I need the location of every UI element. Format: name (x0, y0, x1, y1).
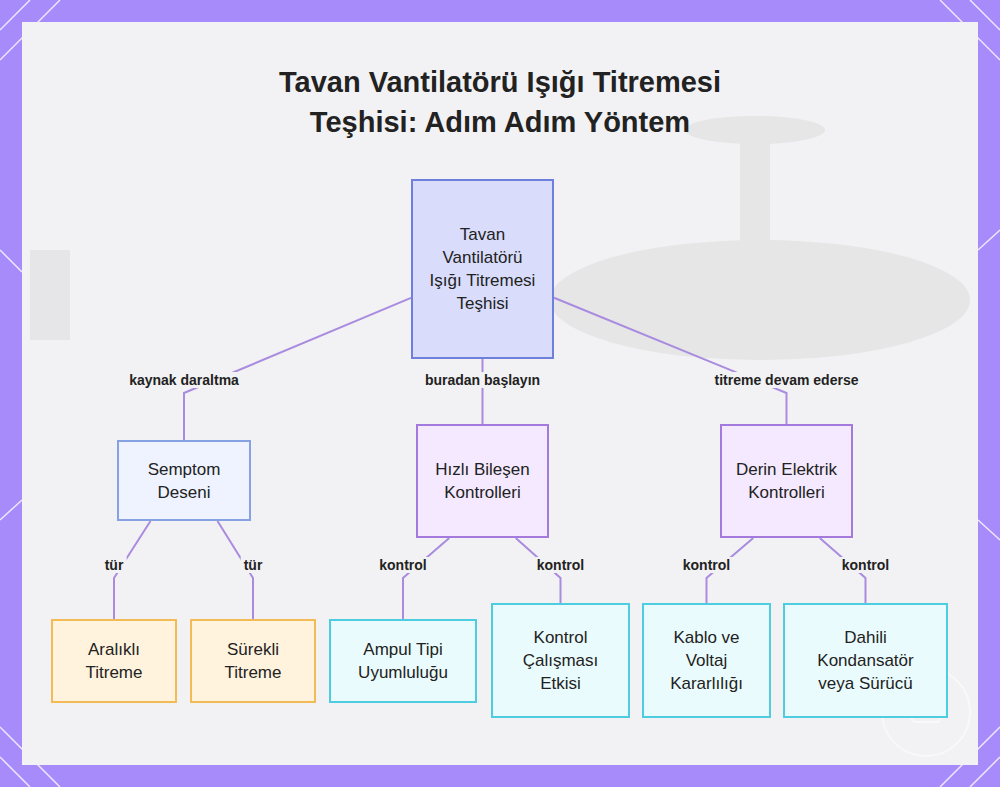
edge-label: tür (241, 557, 266, 573)
edge-label: kontrol (839, 557, 892, 573)
connector-line (184, 298, 411, 440)
edge-label: titreme devam ederse (712, 372, 862, 388)
check-box: Kontrol Çalışması Etkisi (491, 603, 630, 718)
node-text-group: Sürekli Titreme (204, 638, 302, 684)
node-text-group: Tavan Vantilatörü Işığı Titremesi Teşhis… (425, 223, 540, 315)
faint-fan-photo (30, 116, 970, 360)
connector-line (482, 359, 484, 424)
node-label: Hızlı Bileşen Kontrolleri (430, 458, 535, 504)
node-text-group: Ampul Tipi Uyumluluğu (343, 638, 463, 684)
edge-label: kaynak daraltma (126, 372, 242, 388)
type-box: Sürekli Titreme (190, 619, 316, 703)
connector-line (554, 298, 787, 424)
root-box: Tavan Vantilatörü Işığı Titremesi Teşhis… (411, 179, 554, 359)
node-text-group: Semptom Deseni (131, 458, 237, 504)
node-label: Sürekli Titreme (204, 638, 302, 684)
check-box: Ampul Tipi Uyumluluğu (329, 619, 477, 703)
node-text-group: Hızlı Bileşen Kontrolleri (430, 458, 535, 504)
edge-label: kontrol (534, 557, 587, 573)
category-box: Derin Elektrik Kontrolleri (720, 424, 853, 538)
node-text-group: Derin Elektrik Kontrolleri (734, 458, 839, 504)
content-panel (22, 22, 978, 765)
node-label: Semptom Deseni (131, 458, 237, 504)
node-label: Tavan Vantilatörü Işığı Titremesi Teşhis… (425, 223, 540, 315)
edge-label: buradan başlayın (422, 372, 543, 388)
node-label: Dahili Kondansatör veya Sürücü (797, 626, 934, 695)
check-box: Dahili Kondansatör veya Sürücü (783, 603, 948, 718)
edge-label: kontrol (680, 557, 733, 573)
node-label: Derin Elektrik Kontrolleri (734, 458, 839, 504)
connector-line (403, 538, 449, 619)
node-label: Kontrol Çalışması Etkisi (505, 626, 616, 695)
node-text-group: Dahili Kondansatör veya Sürücü (797, 626, 934, 695)
diagram-title: Tavan Vantilatörü Işığı Titremesi Teşhis… (230, 62, 770, 142)
node-text-group: Aralıklı Titreme (65, 638, 163, 684)
check-box: Kablo ve Voltaj Kararlılığı (642, 603, 771, 718)
node-label: Aralıklı Titreme (65, 638, 163, 684)
node-text-group: Kontrol Çalışması Etkisi (505, 626, 616, 695)
edge-label: tür (102, 557, 127, 573)
node-label: Kablo ve Voltaj Kararlılığı (656, 626, 757, 695)
node-text-group: Kablo ve Voltaj Kararlılığı (656, 626, 757, 695)
type-box: Aralıklı Titreme (51, 619, 177, 703)
category-box: Hızlı Bileşen Kontrolleri (416, 424, 549, 538)
category-box: Semptom Deseni (117, 440, 251, 521)
node-label: Ampul Tipi Uyumluluğu (343, 638, 463, 684)
edge-label: kontrol (376, 557, 429, 573)
